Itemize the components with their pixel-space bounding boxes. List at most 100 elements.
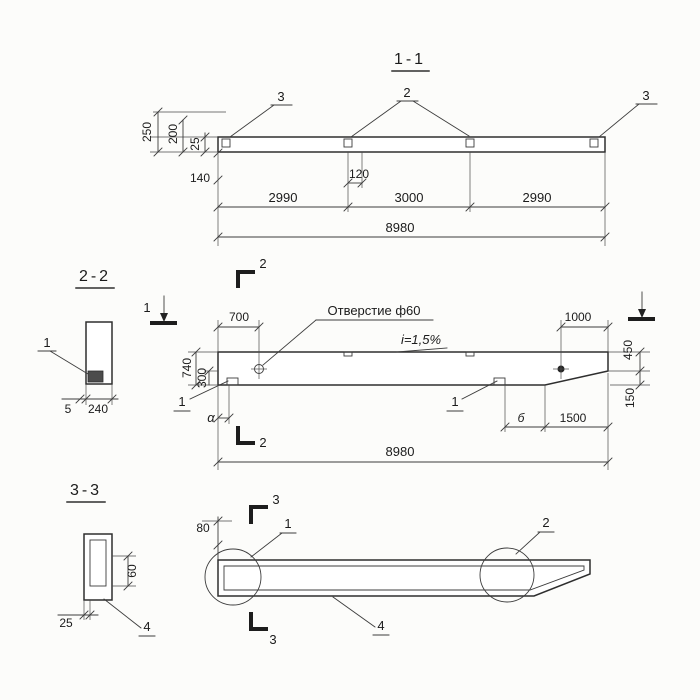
callout-1-left: 1 bbox=[178, 394, 185, 409]
dim-total: 8980 bbox=[386, 220, 415, 235]
dim-tick bbox=[213, 232, 223, 242]
beam-inner-outline bbox=[223, 565, 585, 591]
dim-tick bbox=[213, 202, 223, 212]
gap-label-alpha: α bbox=[207, 410, 215, 425]
anchor-plate bbox=[465, 138, 475, 148]
callout-4-section: 4 bbox=[143, 619, 150, 634]
leader-line bbox=[332, 596, 376, 628]
anchor-plate bbox=[221, 138, 231, 148]
dim-740: 740 bbox=[180, 358, 194, 378]
leader-line bbox=[103, 598, 142, 629]
dim-80: 80 bbox=[196, 521, 210, 535]
dim-tick bbox=[357, 178, 367, 188]
dim-tick bbox=[200, 132, 210, 142]
top-anchor-mark bbox=[465, 351, 475, 357]
callout-3-left: 3 bbox=[277, 89, 284, 104]
dim-tick bbox=[213, 540, 223, 550]
section-3-3-outline bbox=[83, 533, 113, 601]
dim-200: 200 bbox=[166, 124, 180, 144]
dim-tick bbox=[540, 422, 550, 432]
dim-tick bbox=[107, 394, 117, 404]
leader-line bbox=[461, 380, 498, 400]
dim-5: 5 bbox=[65, 402, 72, 416]
dim-25: 25 bbox=[188, 137, 202, 151]
cut-label-2-bottom: 2 bbox=[259, 435, 266, 450]
dim-250: 250 bbox=[140, 122, 154, 142]
dim-25-section: 25 bbox=[59, 616, 73, 630]
leader-line bbox=[49, 350, 89, 375]
leader-line bbox=[229, 104, 275, 138]
bottom-plate-right bbox=[493, 377, 506, 386]
dim-tick bbox=[153, 107, 163, 117]
dim-tick bbox=[79, 610, 89, 620]
dim-300: 300 bbox=[195, 368, 209, 388]
view-1-1: 1-1 3 2 3 250 200 25 140 bbox=[140, 51, 658, 246]
dim-1500: 1500 bbox=[560, 411, 587, 425]
slope-note: i=1,5% bbox=[401, 332, 441, 347]
anchor-plate bbox=[343, 138, 353, 148]
leader-line bbox=[262, 319, 317, 366]
view-1-1-title: 1-1 bbox=[394, 51, 426, 68]
dim-tick bbox=[600, 232, 610, 242]
dim-tick bbox=[556, 322, 566, 332]
beam-plan-outline bbox=[217, 136, 606, 153]
anchor-plate bbox=[589, 138, 599, 148]
leader-line bbox=[515, 531, 541, 555]
cut-marker-2-bottom bbox=[236, 426, 255, 445]
dim-tick bbox=[204, 366, 214, 376]
callout-1-plan: 1 bbox=[284, 516, 291, 531]
dim-tick bbox=[343, 202, 353, 212]
callout-2-plan: 2 bbox=[542, 515, 549, 530]
callout-4-plan: 4 bbox=[377, 618, 384, 633]
cut-marker-2-top bbox=[236, 270, 255, 288]
cut-marker-3-top bbox=[249, 505, 268, 524]
dim-tick bbox=[635, 366, 645, 376]
top-anchor-mark bbox=[343, 351, 353, 357]
dim-tick bbox=[465, 202, 475, 212]
dim-tick bbox=[635, 380, 645, 390]
plan-view: 3 80 1 2 4 3 bbox=[196, 492, 591, 647]
cut-label-3-top: 3 bbox=[272, 492, 279, 507]
dim-450: 450 bbox=[621, 340, 635, 360]
leader-line bbox=[250, 532, 283, 558]
dim-total-elevation: 8980 bbox=[386, 444, 415, 459]
dim-60: 60 bbox=[125, 564, 139, 578]
gap-label-be: б bbox=[518, 411, 526, 425]
dim-1000: 1000 bbox=[565, 310, 592, 324]
dim-140: 140 bbox=[190, 171, 210, 185]
dim-tick bbox=[85, 610, 95, 620]
hole-note: Отверстие ф60 bbox=[328, 303, 421, 318]
slope-underline bbox=[396, 347, 448, 353]
dim-tick bbox=[153, 147, 163, 157]
dim-tick bbox=[254, 322, 264, 332]
cut-label-3-bottom: 3 bbox=[269, 632, 276, 647]
section-3-3-title: 3-3 bbox=[70, 482, 102, 499]
dim-tick bbox=[224, 413, 234, 423]
dim-150: 150 bbox=[623, 388, 637, 408]
view-arrow-label-1: 1 bbox=[143, 300, 150, 315]
dim-tick bbox=[123, 581, 133, 591]
section-2-2-view: 2-2 1 5 240 bbox=[37, 268, 119, 416]
dim-tick bbox=[75, 394, 85, 404]
dim-tick bbox=[191, 347, 201, 357]
dim-span-mid: 3000 bbox=[395, 190, 424, 205]
callout-3-right: 3 bbox=[642, 88, 649, 103]
dim-tick bbox=[500, 422, 510, 432]
section-3-3-void bbox=[89, 539, 107, 587]
view-arrow-head-left bbox=[160, 313, 168, 322]
detail-circle-right bbox=[479, 547, 535, 603]
leader-line bbox=[598, 103, 640, 138]
dim-tick bbox=[123, 551, 133, 561]
section-2-2-title: 2-2 bbox=[79, 268, 111, 285]
section-3-3-view: 3-3 60 25 4 bbox=[57, 482, 156, 637]
callout-1-right: 1 bbox=[451, 394, 458, 409]
dim-span-right: 2990 bbox=[523, 190, 552, 205]
elevation-view: 2 1 Отверстие ф60 i=1,5% 700 bbox=[143, 256, 655, 470]
dim-tick bbox=[81, 394, 91, 404]
view-arrow-head-right bbox=[638, 309, 646, 318]
leader-line bbox=[189, 380, 229, 400]
bearing-plate bbox=[87, 370, 104, 383]
detail-circle-left bbox=[204, 548, 262, 606]
